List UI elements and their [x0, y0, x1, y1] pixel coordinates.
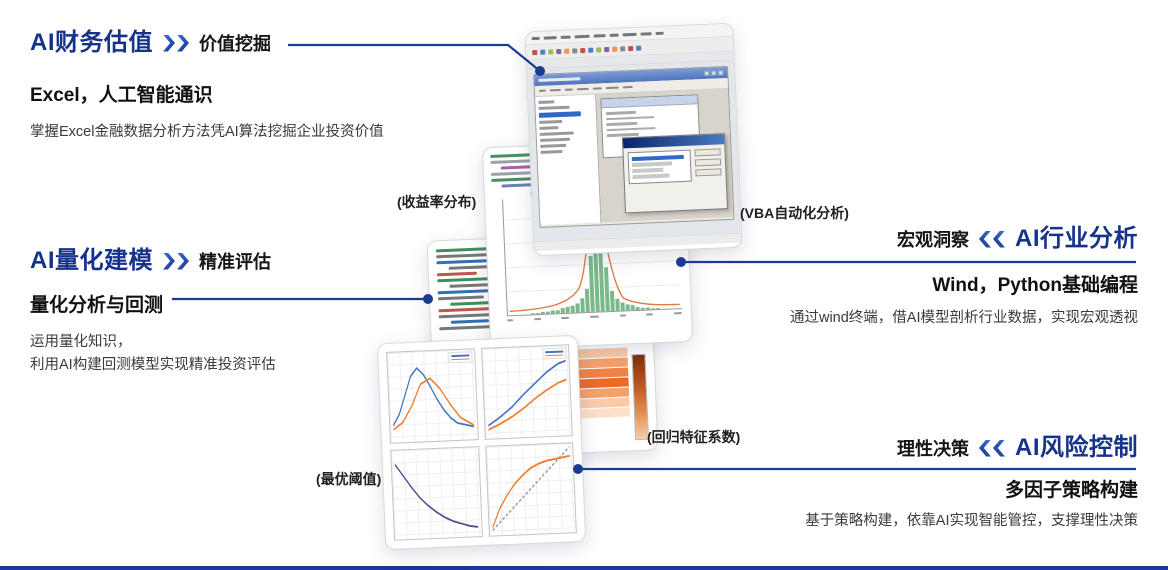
section-risk: 理性决策 AI风险控制 多因子策略构建 基于策略构建，依靠AI实现智能管控，支撑… — [805, 433, 1138, 533]
section-valuation: AI财务估值 价值挖掘 Excel，人工智能通识 掌握Excel金融数据分析方法… — [30, 28, 384, 144]
section-description: 通过wind终端，借AI模型剖析行业数据，实现宏观透视 — [789, 310, 1138, 326]
section-quant: AI量化建模 精准评估 量化分析与回测 运用量化知识， 利用AI构建回测模型实现… — [30, 246, 276, 378]
vba-title-text — [538, 77, 581, 82]
vba-project-tree — [535, 94, 602, 225]
screenshot-strategy-charts — [376, 334, 587, 551]
callout-returns-distribution: (收益率分布) — [397, 194, 477, 210]
section-subtitle: 量化分析与回测 — [30, 295, 164, 316]
section-risk-heading: 理性决策 AI风险控制 — [805, 433, 1138, 463]
section-subtitle: Excel，人工智能通识 — [30, 85, 213, 106]
mini-chart-roc — [484, 441, 577, 537]
section-tagline: 价值挖掘 — [199, 34, 271, 54]
section-tagline: 宏观洞察 — [897, 230, 969, 250]
bottom-accent-bar — [0, 566, 1168, 570]
section-industry-heading: 宏观洞察 AI行业分析 — [790, 224, 1138, 254]
section-industry: 宏观洞察 AI行业分析 Wind，Python基础编程 通过wind终端，借AI… — [790, 224, 1138, 330]
section-title: AI风险控制 — [1015, 433, 1138, 461]
mini-chart-threshold — [386, 348, 479, 444]
section-quant-heading: AI量化建模 精准评估 — [30, 246, 276, 276]
excel-worksheet-area — [526, 60, 741, 242]
callout-regression-coefficients: (回归特征系数) — [647, 429, 741, 445]
section-description: 掌握Excel金融数据分析方法凭AI算法挖掘企业投资价值 — [30, 124, 384, 140]
mini-chart-grid — [386, 344, 577, 541]
section-description: 运用量化知识， 利用AI构建回测模型实现精准投资评估 — [30, 334, 276, 374]
section-tagline: 理性决策 — [897, 439, 969, 459]
macro-dialog — [621, 133, 728, 214]
double-chevron-right-icon — [163, 34, 189, 52]
double-chevron-left-icon — [979, 231, 1005, 248]
section-title: AI行业分析 — [1015, 224, 1138, 252]
section-title: AI量化建模 — [30, 246, 153, 274]
dialog-body — [623, 144, 726, 188]
section-tagline: 精准评估 — [199, 252, 271, 272]
callout-optimal-threshold: (最优阈值) — [316, 471, 382, 487]
screenshot-excel-vba — [524, 22, 743, 257]
vba-editor-window — [533, 65, 735, 229]
mini-legend — [447, 351, 473, 364]
mini-legend — [542, 347, 567, 360]
section-subtitle: Wind，Python基础编程 — [932, 275, 1138, 296]
dialog-buttons — [694, 148, 722, 181]
mini-chart-loss — [390, 445, 483, 541]
vba-main-area — [535, 88, 734, 225]
dialog-list — [627, 149, 692, 185]
double-chevron-left-icon — [979, 440, 1005, 457]
window-buttons-icon — [704, 70, 724, 76]
callout-vba-automation: (VBA自动化分析) — [740, 205, 849, 221]
section-subtitle: 多因子策略构建 — [1004, 480, 1138, 501]
mini-chart-cumulative — [480, 344, 573, 440]
section-description: 基于策略构建，依靠AI实现智能管控，支撑理性决策 — [805, 513, 1138, 529]
section-title: AI财务估值 — [30, 28, 153, 56]
double-chevron-right-icon — [163, 252, 189, 270]
vba-code-canvas — [596, 88, 734, 223]
section-valuation-heading: AI财务估值 价值挖掘 — [30, 28, 384, 58]
